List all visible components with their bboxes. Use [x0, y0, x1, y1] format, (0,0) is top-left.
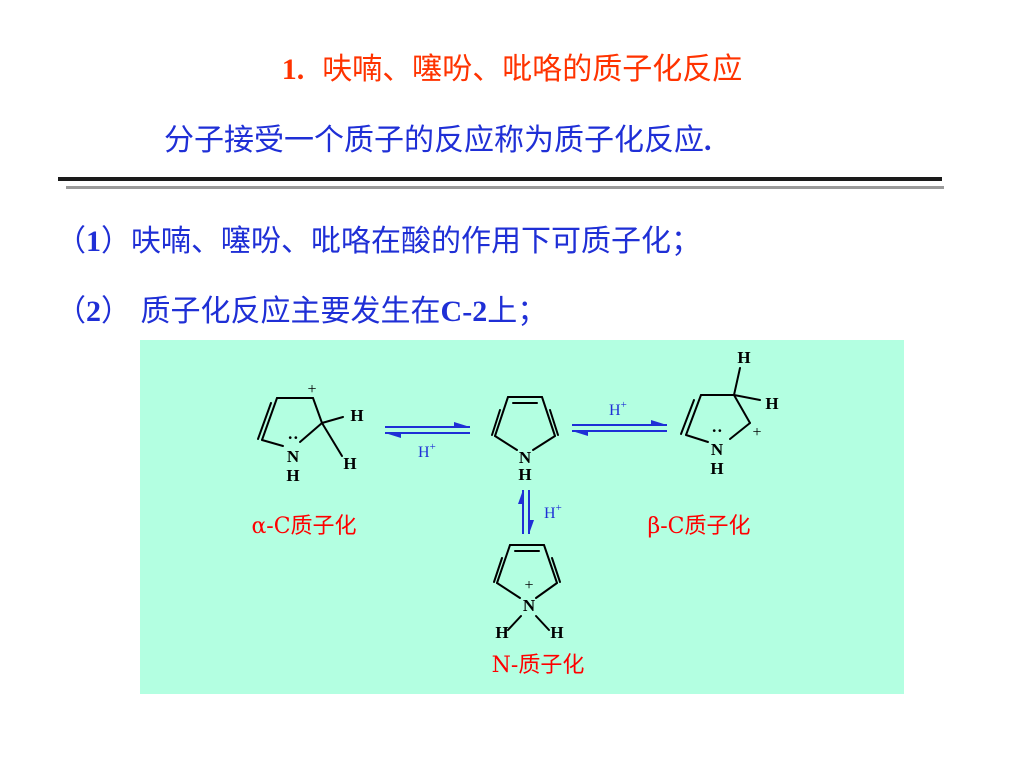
point-2-suffix: 上；: [487, 294, 548, 329]
reaction-diagram: + H H ·· N H N H H H + ·· N H + N H H: [140, 340, 904, 694]
n-h-left: H: [495, 623, 508, 642]
alpha-cation-structure: [257, 397, 344, 457]
n-nitrogen: N: [523, 596, 536, 615]
alpha-cation-atoms: + H H ·· N H: [286, 381, 363, 485]
point-2-number: 2: [86, 295, 101, 328]
n-positive-charge: +: [524, 577, 533, 594]
alpha-positive-charge: +: [307, 381, 316, 398]
beta-h-upper: H: [737, 348, 750, 367]
n-protonation-label: N-质子化: [492, 653, 585, 678]
title-text: 呋喃、噻吩、吡咯的质子化反应: [322, 52, 743, 87]
down-proton-charge: +: [556, 502, 562, 514]
left-equilibrium-arrow: [385, 422, 470, 438]
beta-positive-charge: +: [752, 424, 761, 441]
beta-nitrogen: N: [711, 440, 724, 459]
pyrrole-atoms: N H: [518, 448, 531, 484]
n-cation-structure: [493, 544, 561, 631]
down-equilibrium-arrow: [518, 490, 534, 534]
title-number: 1.: [281, 53, 305, 86]
beta-lone-pair: ··: [711, 421, 722, 440]
alpha-protonation-label: α-C质子化: [251, 514, 356, 539]
alpha-h-upper: H: [350, 406, 363, 425]
beta-nh-hydrogen: H: [710, 459, 723, 478]
beta-h-right: H: [765, 394, 778, 413]
point-2-open: （: [56, 294, 86, 329]
point-2-close: ）: [101, 294, 131, 329]
left-proton-charge: +: [430, 441, 436, 453]
beta-protonation-label: β-C质子化: [648, 514, 751, 539]
beta-cation-structure: [680, 367, 761, 443]
n-cation-atoms: + N H H: [495, 577, 563, 642]
point-1-number: 1: [86, 225, 101, 258]
point-2-text: 质子化反应主要发生在: [131, 294, 441, 329]
left-arrow-proton-label: H+: [418, 441, 436, 461]
down-arrow-proton-label: H+: [544, 502, 562, 522]
right-proton-h: H: [609, 402, 621, 419]
pyrrole-nitrogen: N: [519, 448, 532, 467]
alpha-nh-hydrogen: H: [286, 466, 299, 485]
point-1-close: ）: [101, 224, 131, 259]
alpha-lone-pair: ··: [287, 428, 298, 447]
beta-cation-atoms: H H + ·· N H: [710, 348, 778, 478]
alpha-h-lower: H: [343, 454, 356, 473]
pyrrole-nh-hydrogen: H: [518, 465, 531, 484]
left-proton-h: H: [418, 444, 430, 461]
subtitle-period: .: [704, 124, 712, 157]
point-1-text: 呋喃、噻吩、吡咯在酸的作用下可质子化；: [131, 224, 701, 259]
point-2-position: C-2: [440, 295, 488, 328]
right-proton-charge: +: [621, 399, 627, 411]
point-2: （2） 质子化反应主要发生在C-2上；: [56, 286, 547, 330]
point-1-open: （: [56, 224, 86, 259]
right-arrow-proton-label: H+: [609, 399, 627, 419]
subtitle: 分子接受一个质子的反应称为质子化反应.: [164, 115, 712, 159]
reaction-scheme: + H H ·· N H N H H H + ·· N H + N H H: [251, 348, 778, 678]
pyrrole-structure: [491, 396, 559, 451]
right-equilibrium-arrow: [572, 420, 667, 436]
divider-light: [66, 186, 944, 189]
down-proton-h: H: [544, 505, 556, 522]
divider-dark: [58, 177, 942, 181]
slide-title: 1. 呋喃、噻吩、吡咯的质子化反应: [0, 44, 1024, 88]
n-h-right: H: [550, 623, 563, 642]
point-1: （1）呋喃、噻吩、吡咯在酸的作用下可质子化；: [56, 216, 701, 260]
alpha-nitrogen: N: [287, 447, 300, 466]
subtitle-text: 分子接受一个质子的反应称为质子化反应: [164, 123, 704, 158]
